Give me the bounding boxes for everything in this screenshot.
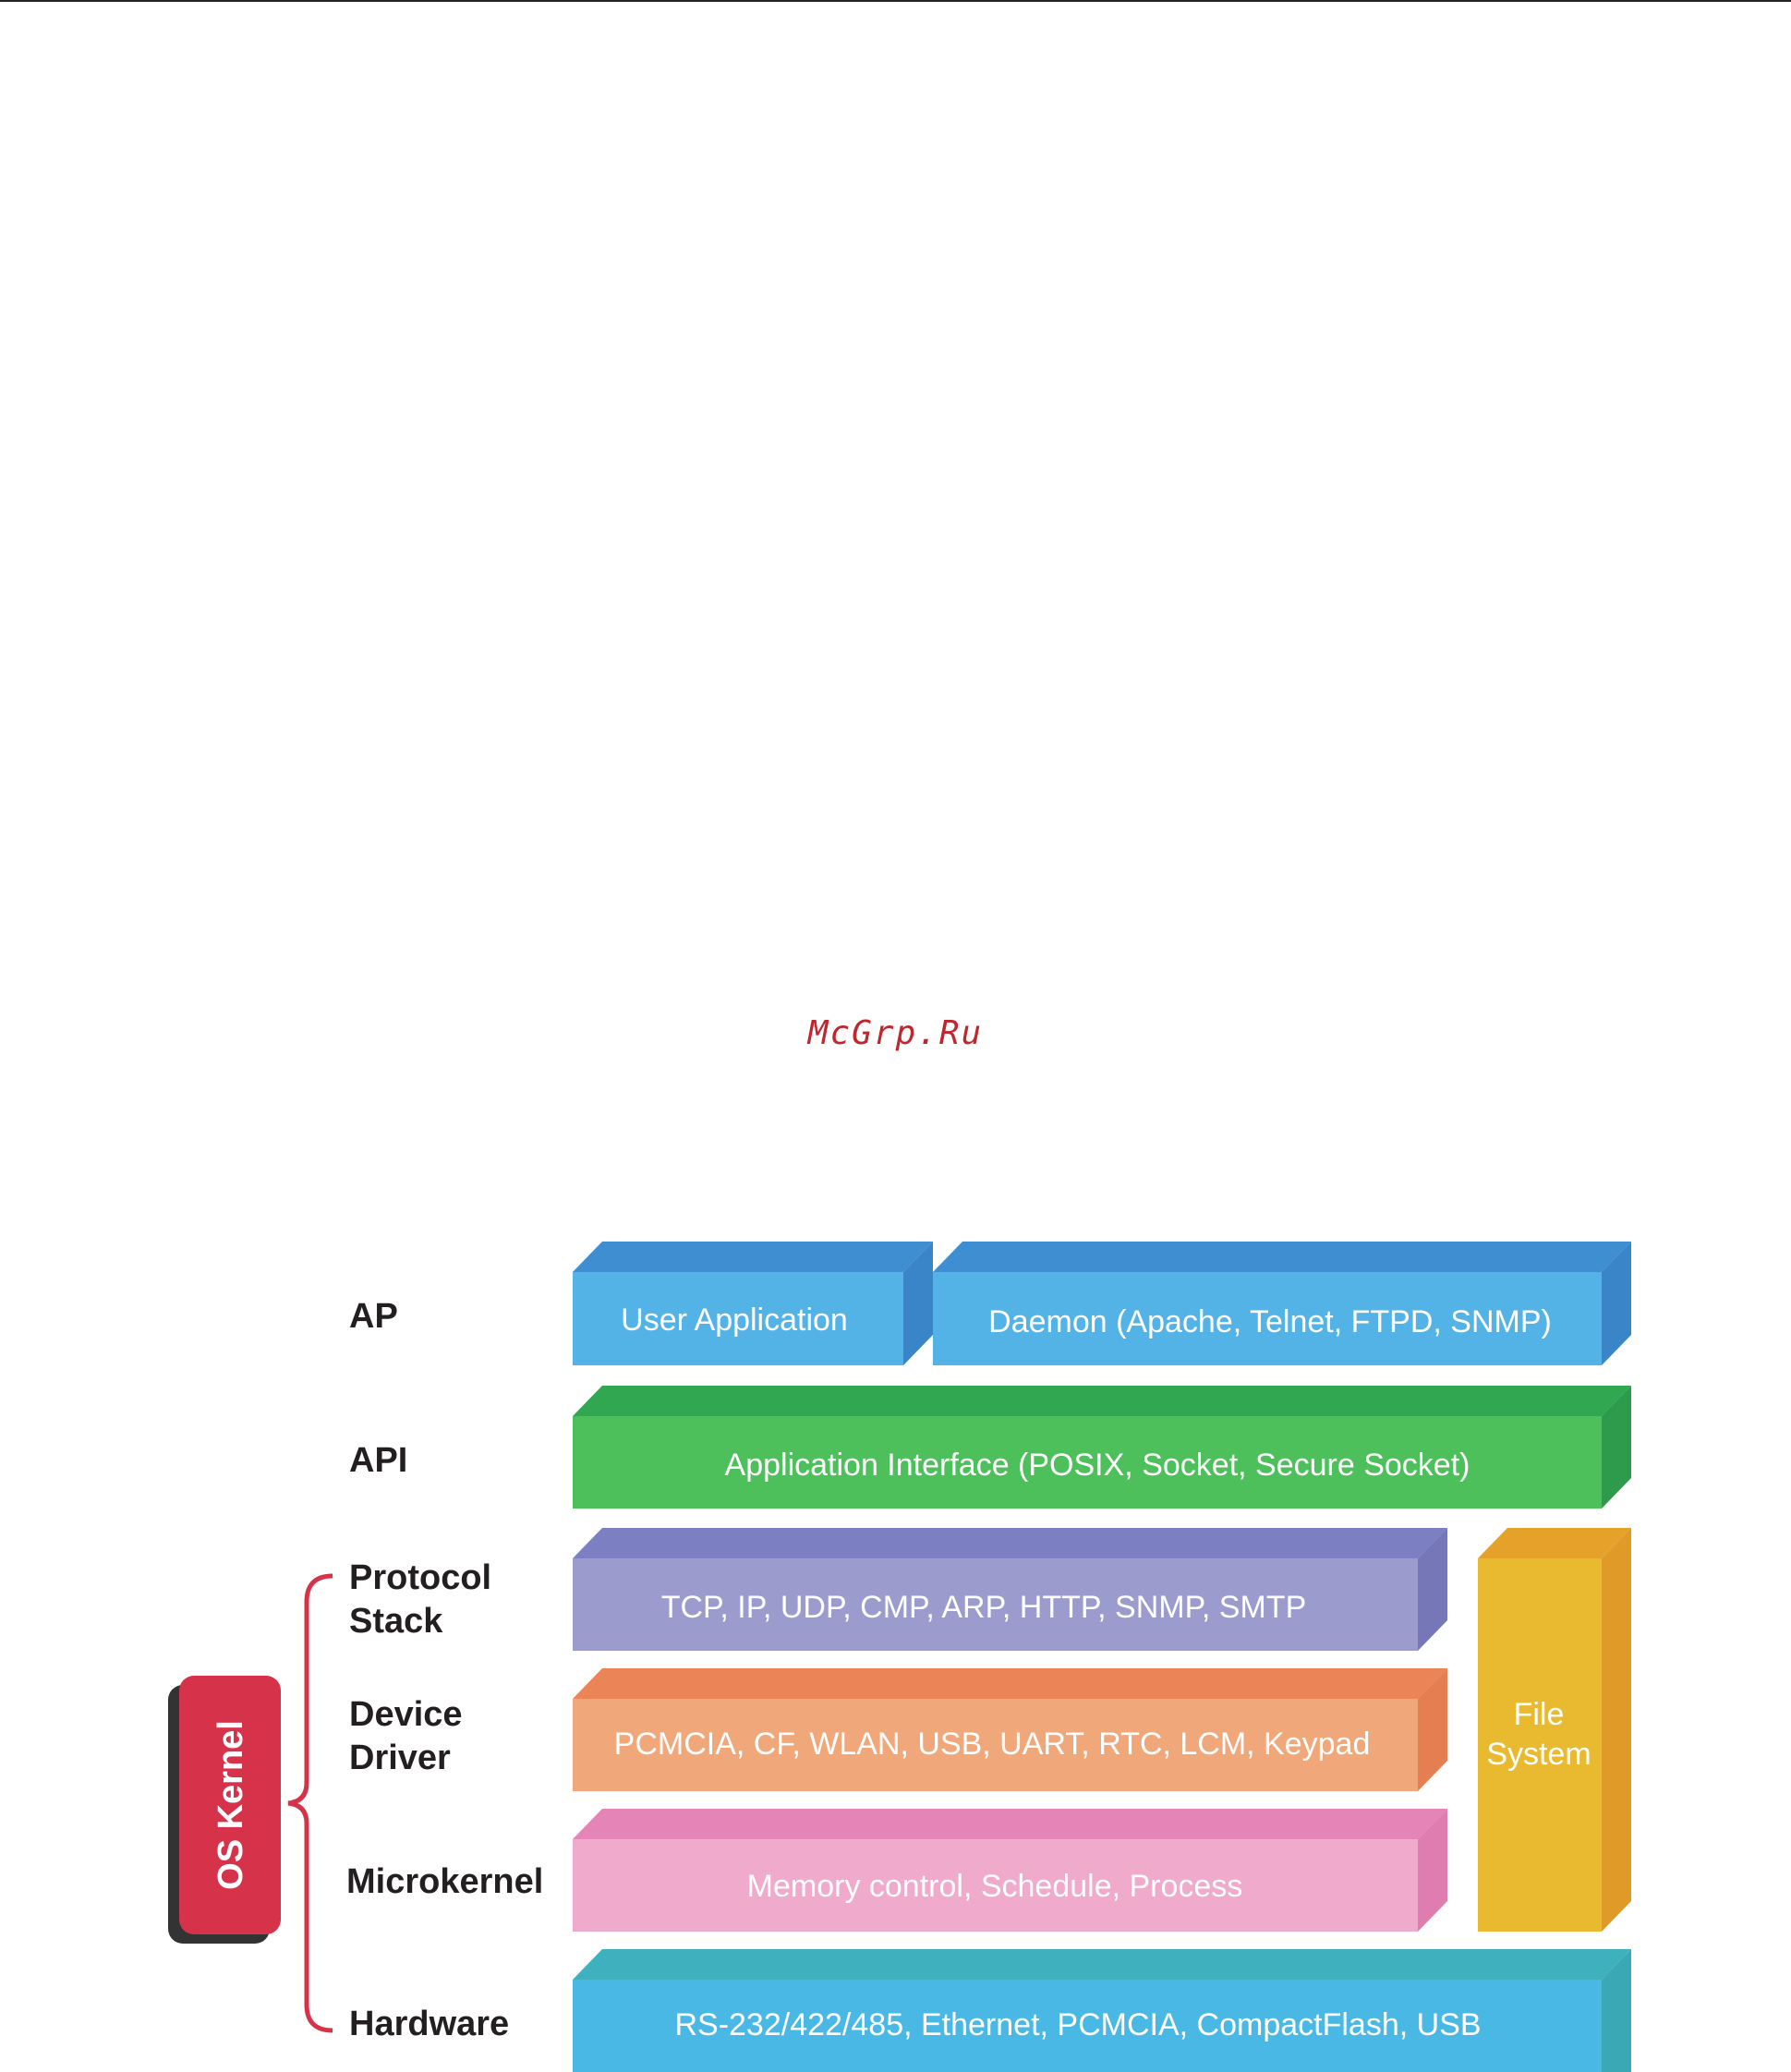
block-protocol-stack-text: TCP, IP, UDP, CMP, ARP, HTTP, SNMP, SMTP: [661, 1590, 1307, 1625]
os-kernel-label: OS Kernel: [212, 1720, 250, 1890]
block-hardware-face: [573, 1980, 1602, 2072]
row-label-api: API: [349, 1441, 408, 1480]
row-label-device-driver: Device Driver: [349, 1693, 463, 1780]
row-label-device-line2: Driver: [349, 1739, 451, 1777]
block-application-interface: Application Interface (POSIX, Socket, Se…: [573, 1386, 1631, 1509]
row-label-device-line1: Device: [349, 1695, 463, 1734]
block-file-system: File System: [1478, 1528, 1631, 1932]
top-rule: [0, 0, 1791, 2]
block-protocol-stack-face: [573, 1558, 1418, 1651]
block-daemon-text: Daemon (Apache, Telnet, FTPD, SNMP): [988, 1304, 1552, 1339]
row-label-protocol-line1: Protocol: [349, 1558, 492, 1597]
block-microkernel-face: [573, 1839, 1418, 1932]
block-user-application-face: [573, 1272, 903, 1365]
row-label-microkernel: Microkernel: [346, 1862, 544, 1901]
block-hardware: RS-232/422/485, Ethernet, PCMCIA, Compac…: [573, 1949, 1631, 2072]
block-user-application: User Application: [573, 1242, 933, 1365]
os-kernel-bracket: [287, 1573, 333, 2033]
block-microkernel-text: Memory control, Schedule, Process: [747, 1869, 1243, 1904]
row-label-protocol-line2: Stack: [349, 1602, 443, 1641]
block-device-driver-text: PCMCIA, CF, WLAN, USB, UART, RTC, LCM, K…: [614, 1727, 1371, 1762]
block-file-system-text-line1: File: [1514, 1697, 1565, 1732]
row-label-hardware: Hardware: [349, 2005, 510, 2043]
block-user-application-text: User Application: [621, 1303, 848, 1338]
block-application-interface-face: [573, 1416, 1602, 1509]
row-label-protocol-stack: Protocol Stack: [349, 1557, 491, 1643]
block-file-system-face: [1478, 1558, 1602, 1932]
block-daemon: Daemon (Apache, Telnet, FTPD, SNMP): [933, 1242, 1631, 1365]
block-hardware-text: RS-232/422/485, Ethernet, PCMCIA, Compac…: [674, 2007, 1481, 2042]
block-daemon-face: [933, 1272, 1602, 1365]
block-file-system-text-line2: System: [1486, 1737, 1591, 1772]
os-kernel-badge: OS Kernel: [168, 1676, 281, 1944]
block-device-driver-face: [573, 1699, 1418, 1791]
block-protocol-stack: TCP, IP, UDP, CMP, ARP, HTTP, SNMP, SMTP: [573, 1528, 1447, 1651]
block-device-driver: PCMCIA, CF, WLAN, USB, UART, RTC, LCM, K…: [573, 1668, 1447, 1791]
row-label-ap: AP: [349, 1297, 398, 1336]
block-microkernel: Memory control, Schedule, Process: [573, 1809, 1447, 1932]
watermark: McGrp.Ru: [807, 1014, 984, 1052]
block-application-interface-text: Application Interface (POSIX, Socket, Se…: [725, 1448, 1470, 1483]
